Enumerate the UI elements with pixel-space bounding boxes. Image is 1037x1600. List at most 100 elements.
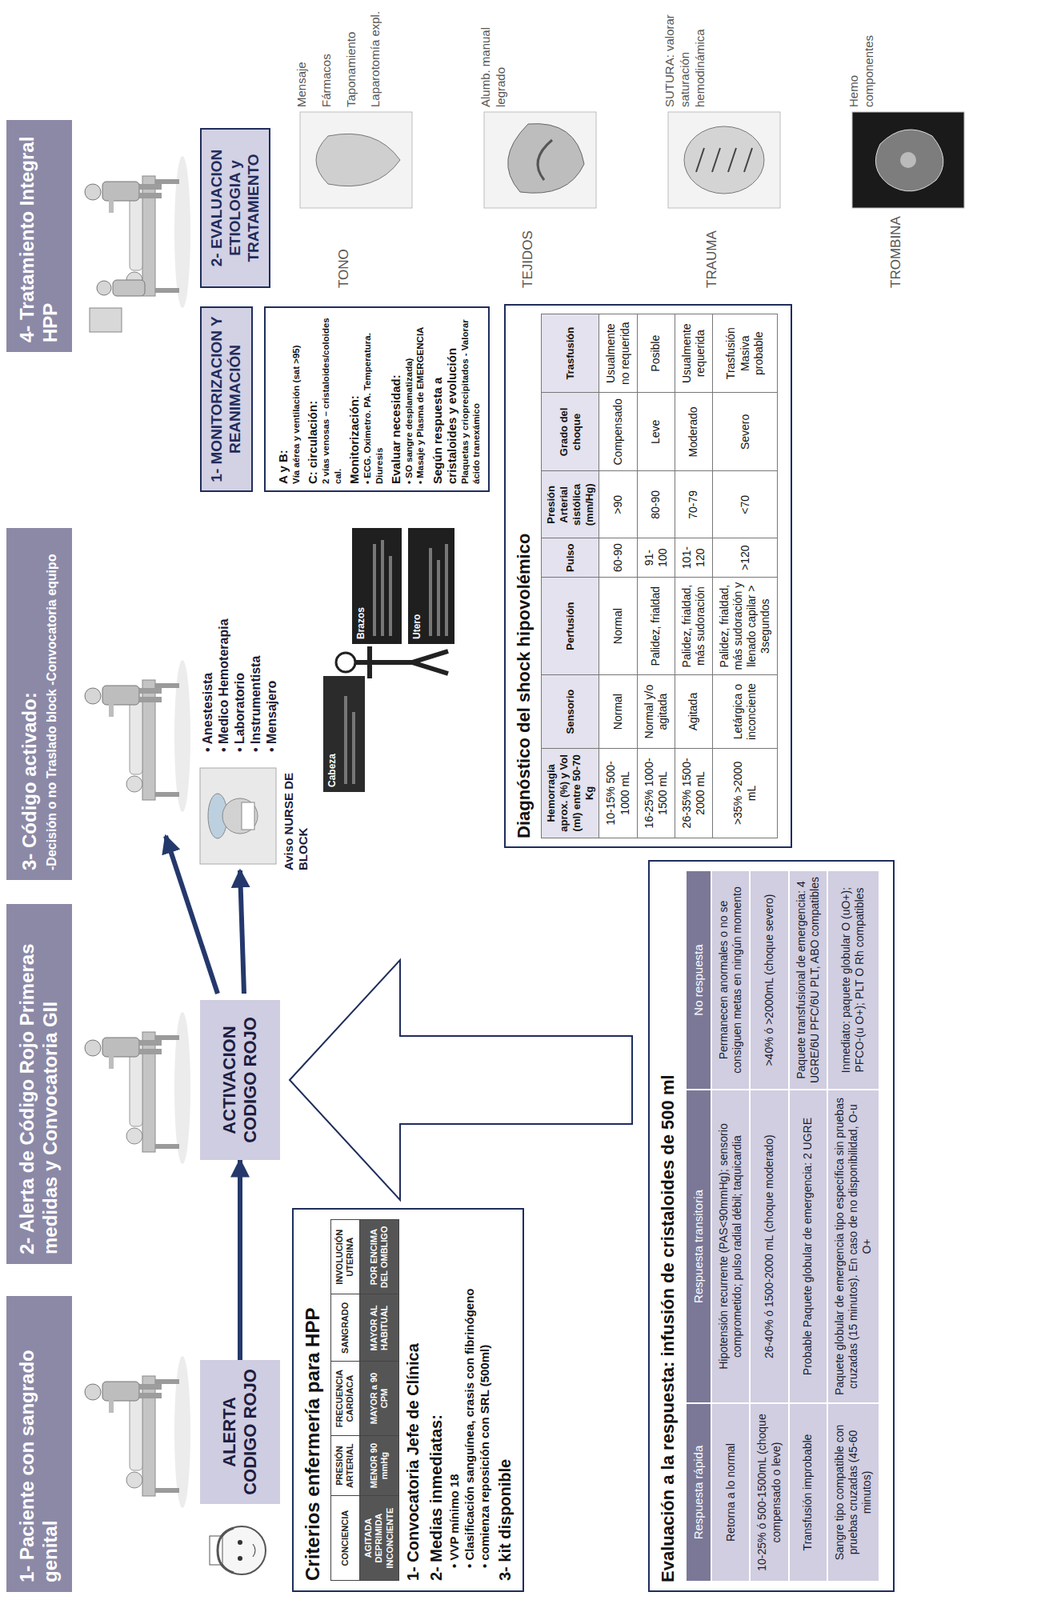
shock-table: Hemorragia aprox. (%) y Vol (ml) entre 5…	[540, 313, 778, 839]
node-text: Plaquetas y crioprecipitados - Valorar á…	[459, 314, 483, 485]
call-arrow	[240, 870, 245, 994]
figure-arms	[367, 646, 373, 679]
node-heading: 1- Paciente con sangrado genital	[16, 1305, 63, 1583]
table-cell: AGITADA DEPRIMIDA INCONCIENTE	[359, 1496, 399, 1582]
table-row: 16-25% 1000-1500 mLNormal y/o agitadaPal…	[636, 314, 675, 839]
table-row: Sangre tipo compatible con pruebas cruza…	[827, 870, 880, 1582]
uterus-shape	[316, 133, 401, 186]
section-header: 2- EVALUACION ETIOLOGIA y TRATAMIENTO	[200, 128, 271, 289]
team-member: • Laboratorio	[232, 560, 249, 753]
table-cell: Posible	[636, 314, 675, 393]
table-row: 10-25% ó 500-1500mL (choque compensado o…	[749, 870, 789, 1582]
table-row: AGITADA DEPRIMIDA INCONCIENTEMENOR 90 mm…	[359, 1220, 399, 1582]
phase-header: 1- Paciente con sangrado genital	[6, 1296, 73, 1593]
figure-head	[336, 652, 356, 673]
trauma-illustration	[668, 112, 781, 209]
node-text: 3- kit disponible	[496, 1219, 515, 1582]
table-cell: Normal	[599, 675, 637, 749]
photo-frame	[200, 768, 277, 865]
node-heading: Evaluación a la respuesta: infusión de c…	[657, 869, 679, 1583]
node-text: Monitorización:	[347, 314, 362, 485]
node-heading: 2- EVALUACION ETIOLOGIA y TRATAMIENTO	[208, 136, 263, 281]
response-table: Respuesta rápidaRespuesta transitoriaNo …	[684, 869, 881, 1583]
face	[222, 798, 258, 834]
cause-label: TEJIDOS	[520, 211, 537, 289]
panel-line	[352, 712, 356, 785]
cause-label: TROMBINA	[888, 211, 905, 289]
node-text: • Masaje y Plasma de EMERGENCIA	[414, 314, 426, 485]
image-frame	[484, 112, 597, 209]
alert-illustration	[84, 1012, 191, 1165]
figure-leg	[412, 662, 449, 674]
nurse-eye	[237, 1556, 243, 1562]
table-cell: POR ENCIMA DEL OMBLIGO	[359, 1220, 399, 1295]
table-cell: INVOLUCIÓN UTERINA	[331, 1220, 361, 1295]
team-member: • Instrumentista	[248, 560, 265, 753]
body-part-label: Cabeza	[326, 683, 338, 788]
table-cell: >35% >2000 mL	[712, 748, 777, 838]
table-cell: Hemorragia aprox. (%) y Vol (ml) entre 5…	[541, 748, 600, 838]
table-cell: Usualmente requerida	[674, 314, 713, 393]
table-cell: Pulso	[541, 538, 600, 578]
node-heading: 2- Alerta de Código Rojo Primeras medida…	[16, 913, 63, 1255]
staff-head	[96, 280, 112, 296]
treatment-label: Alumb. manual legrado	[478, 4, 509, 108]
panel-line	[372, 544, 377, 637]
node-heading: ACTIVACION CODIGO ROJO	[219, 1006, 262, 1154]
tissue-shape	[508, 124, 585, 194]
table-cell: >40% ó >2000mL (choque severo)	[749, 870, 789, 1090]
shock-table-box: Diagnóstico del shock hipovolémicoHemorr…	[504, 304, 793, 849]
panel-line	[380, 540, 385, 637]
node-text: • SO sangre desplamatizada)	[403, 314, 415, 485]
phase-header: 3- Código activado:-Decisión o no Trasla…	[6, 528, 73, 881]
table-cell: 70-79	[674, 471, 713, 539]
panel-line	[388, 556, 393, 637]
clot-shape	[875, 129, 944, 192]
node-text: 1- Convocatoria Jefe de Clínica	[404, 1219, 423, 1582]
table-row: Transfusión improbableProbable Paquete g…	[788, 870, 828, 1582]
image-frame	[300, 112, 413, 209]
phase-header: 2- Alerta de Código Rojo Primeras medida…	[6, 904, 73, 1265]
arms-panel	[352, 528, 402, 645]
table-cell: MENOR 90 mmHg	[359, 1436, 399, 1497]
hollow-arrow	[289, 960, 633, 1201]
table-cell: MAYOR a 90 CPM	[359, 1361, 399, 1437]
team-member: • Anestesista	[200, 560, 217, 753]
nurse-eye	[237, 1540, 243, 1546]
table-cell: 101-120	[674, 538, 713, 578]
table-cell: Grado del choque	[541, 392, 600, 472]
node-heading: 1- MONITORIZACION Y REANIMACIÓN	[208, 314, 245, 485]
treatment-list: Hemo componentes	[846, 4, 887, 108]
patient-illustration	[84, 1356, 191, 1509]
table-cell: Hipotensión recurrente (PAS<90mmHg); sen…	[711, 1089, 750, 1404]
nurse-illustration	[209, 1526, 266, 1575]
panel-line	[444, 544, 449, 637]
flow-arrow	[237, 1160, 243, 1361]
table-row: 26-35% 1500-2000 mLAgitadaPalidez, frial…	[674, 314, 713, 839]
treatment-illustration	[84, 156, 191, 309]
table-cell: 10-25% ó 500-1500mL (choque compensado o…	[749, 1403, 789, 1582]
treatment-list: Alumb. manual legrado	[478, 4, 519, 108]
tissue-illustration	[484, 112, 597, 209]
cause-label: TONO	[336, 211, 353, 289]
table-cell: 10-15% 500-1000 mL	[599, 748, 637, 838]
table-cell: Normal	[599, 576, 637, 675]
body-part-label: Utero	[411, 535, 423, 640]
panel-line	[344, 696, 348, 785]
team-member-list: • Anestesista• Medico Hemoterapia• Labor…	[200, 560, 281, 753]
figure-trunk	[355, 660, 413, 665]
table-row: CONCIENCIAPRESIÓN ARTERIALFRECUENCIA CAR…	[331, 1220, 361, 1582]
treatment-label: Fármacos	[319, 4, 335, 108]
body-map-figure	[323, 528, 455, 793]
node-heading: Criterios enfermería para HPP	[301, 1219, 325, 1582]
table-cell: PRESIÓN ARTERIAL	[331, 1436, 361, 1497]
table-cell: Retorna a lo normal	[711, 1403, 750, 1582]
treatment-list: SUTURA: valorar saturación hemodinámica	[662, 4, 717, 108]
node-text: Vía aérea y ventilación (sat >95)	[290, 314, 302, 485]
table-cell: Agitada	[674, 675, 713, 749]
treatment-list: MensajeFármacosTaponamientoLaparotomía e…	[294, 4, 393, 108]
table-row: >35% >2000 mLLetárgica o inconcientePali…	[712, 314, 777, 839]
call-arrow	[165, 836, 218, 994]
panel-line	[428, 548, 433, 637]
node-text: Evaluar necesidad:	[388, 314, 404, 485]
